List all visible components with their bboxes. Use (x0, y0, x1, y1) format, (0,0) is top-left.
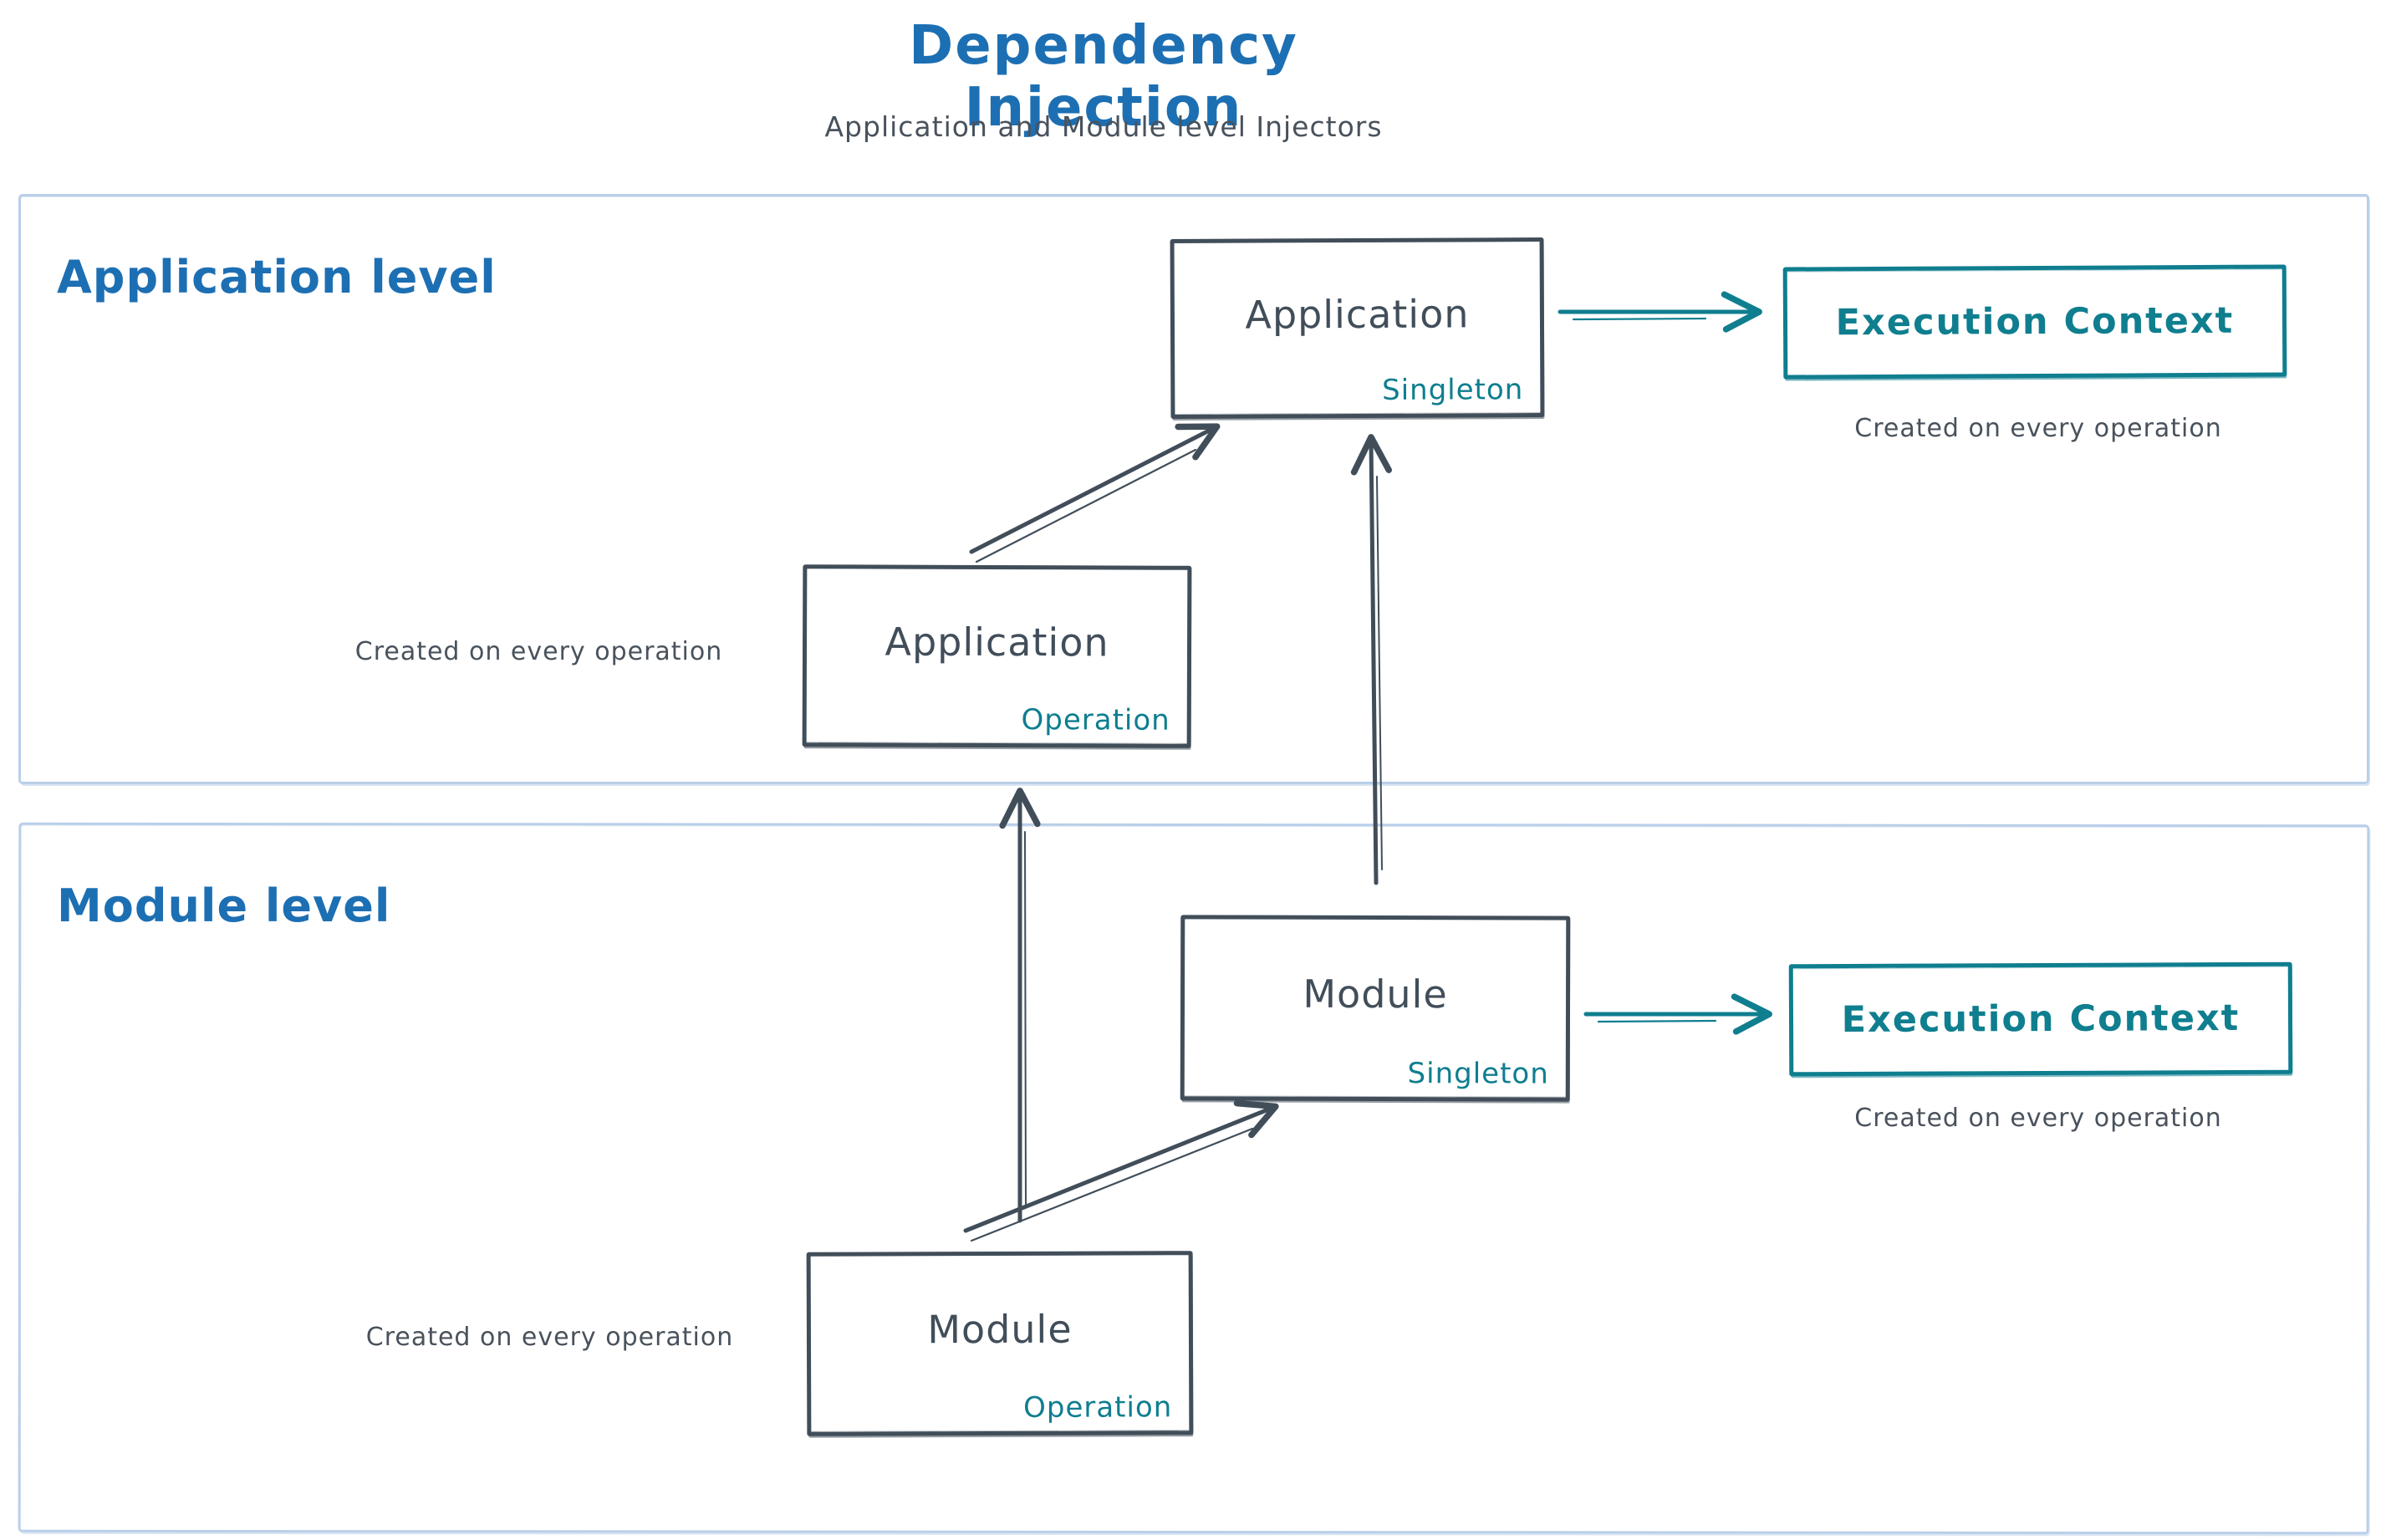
application-operation-note: Created on every operation (354, 637, 723, 666)
application-level-container (18, 194, 2369, 784)
diagram-subtitle: Application and Module level Injectors (824, 110, 1383, 143)
application-operation-box: Application Operation (802, 564, 1192, 748)
module-operation-name: Module (927, 1306, 1073, 1353)
application-singleton-scope: Singleton (1382, 373, 1524, 407)
application-level-label: Application level (57, 251, 497, 303)
module-operation-note: Created on every operation (365, 1323, 734, 1352)
module-level-label: Module level (57, 880, 391, 932)
module-execution-note: Created on every operation (1854, 1104, 2222, 1133)
application-operation-scope: Operation (1021, 703, 1170, 737)
module-execution-context-label: Execution Context (1841, 997, 2241, 1042)
module-operation-box: Module Operation (806, 1251, 1194, 1436)
application-singleton-box: Application Singleton (1170, 237, 1545, 419)
module-singleton-box: Module Singleton (1180, 915, 1571, 1102)
application-execution-note: Created on every operation (1854, 414, 2222, 443)
application-singleton-name: Application (1245, 290, 1470, 338)
module-execution-context-box: Execution Context (1788, 961, 2293, 1077)
application-execution-context-label: Execution Context (1835, 299, 2235, 344)
module-singleton-scope: Singleton (1407, 1057, 1549, 1091)
application-execution-context-box: Execution Context (1782, 264, 2287, 380)
application-operation-name: Application (885, 619, 1109, 665)
module-operation-scope: Operation (1022, 1390, 1173, 1425)
module-singleton-name: Module (1303, 971, 1448, 1017)
diagram-title: Dependency Injection (909, 15, 1298, 139)
